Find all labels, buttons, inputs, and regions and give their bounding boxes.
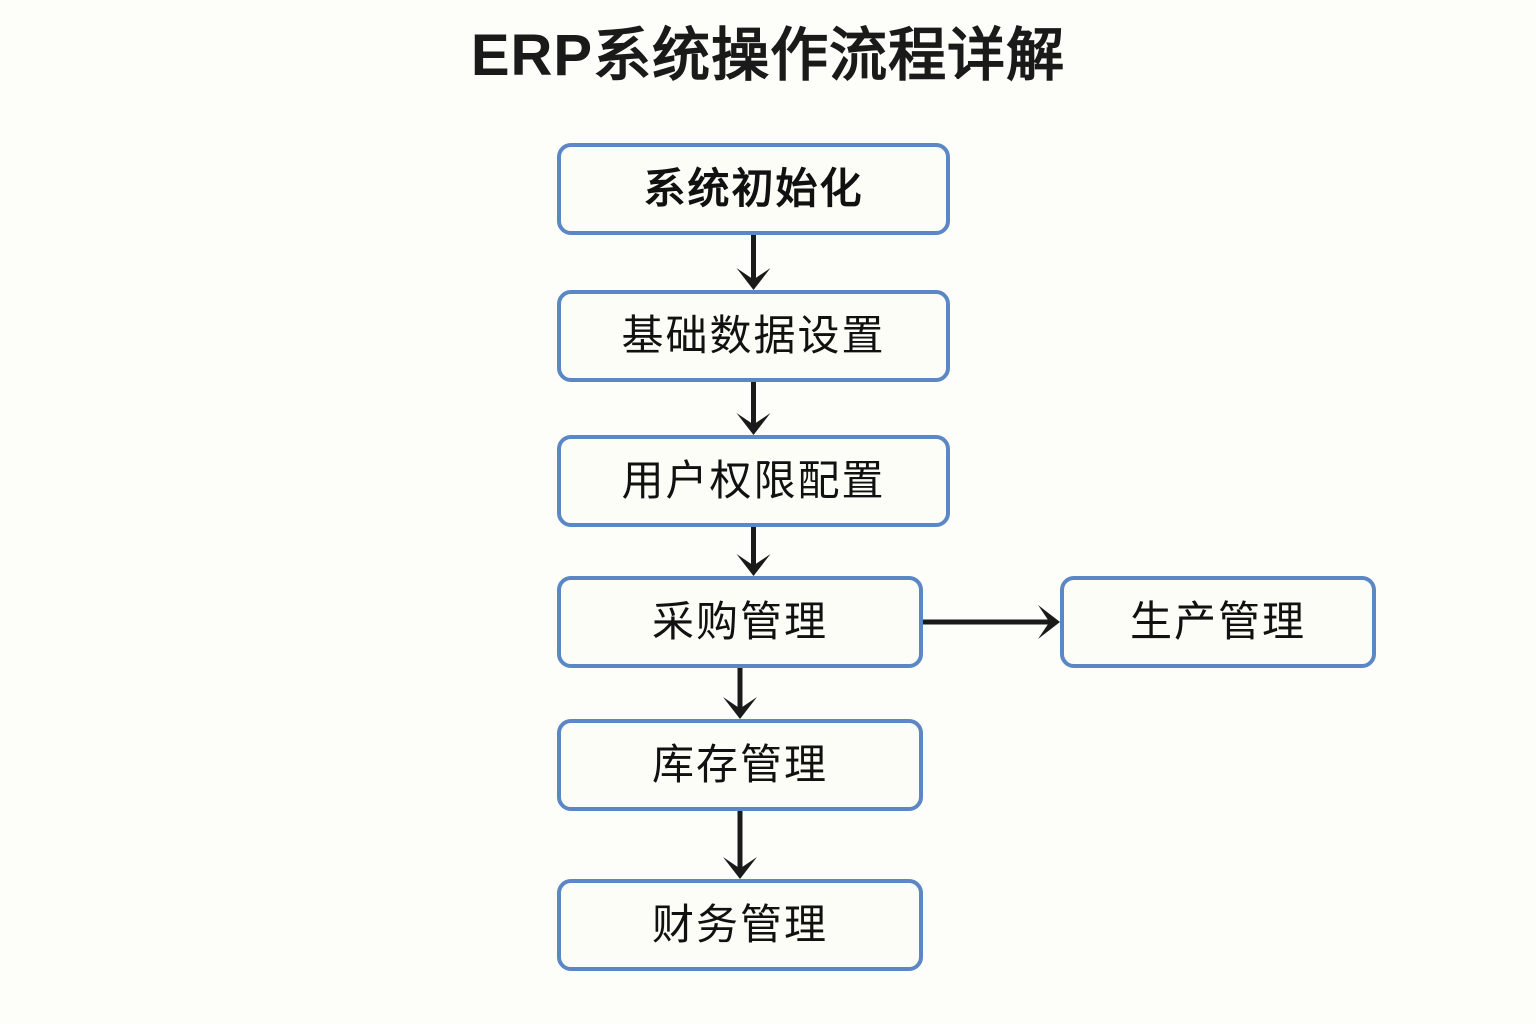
flow-node-purchasing[interactable]: 采购管理 <box>557 576 923 668</box>
arrowhead-e1-icon <box>736 268 771 290</box>
page-title: ERP系统操作流程详解 <box>470 23 1066 88</box>
flow-node-label: 系统初始化 <box>643 165 864 212</box>
arrowhead-e3-icon <box>736 554 771 576</box>
flow-node-user-auth[interactable]: 用户权限配置 <box>557 435 950 527</box>
flow-node-label: 库存管理 <box>651 741 828 788</box>
flow-node-base-data[interactable]: 基础数据设置 <box>557 290 950 382</box>
flow-node-label: 财务管理 <box>651 901 828 948</box>
flow-node-label: 采购管理 <box>651 598 828 645</box>
flow-node-production[interactable]: 生产管理 <box>1060 576 1376 668</box>
flow-node-label: 生产管理 <box>1129 598 1306 645</box>
flow-node-inventory[interactable]: 库存管理 <box>557 719 923 811</box>
arrowhead-e4-icon <box>1038 605 1060 639</box>
arrowhead-e6-icon <box>723 857 757 879</box>
flow-node-label: 基础数据设置 <box>621 312 886 359</box>
flow-node-finance[interactable]: 财务管理 <box>557 879 923 971</box>
arrowhead-e5-icon <box>723 697 757 719</box>
arrowhead-e2-icon <box>736 413 771 435</box>
flow-node-label: 用户权限配置 <box>621 457 886 504</box>
flow-node-system-init[interactable]: 系统初始化 <box>557 143 950 235</box>
